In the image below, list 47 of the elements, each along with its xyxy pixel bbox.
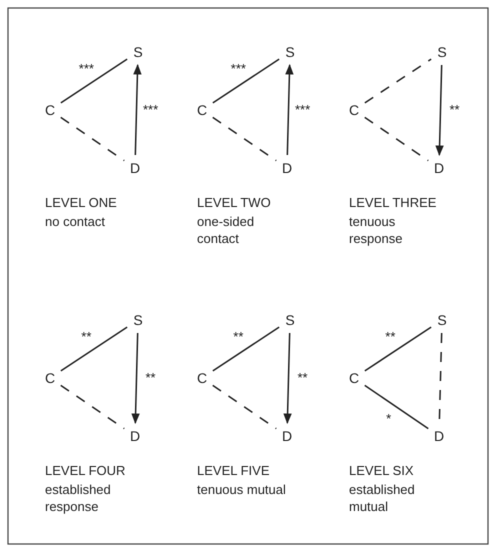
node-letter: S [130,311,146,329]
dashed-line [212,384,277,430]
level-description: no contact [45,213,106,230]
node-letter: D [431,159,447,177]
node-letter: S [282,311,298,329]
arrow [133,64,142,156]
arrow [285,64,294,156]
node-letter: C [42,369,58,387]
line [212,58,280,104]
level-description: established response [45,481,112,515]
node-letter: C [194,101,210,119]
dashed-line [364,116,429,162]
line [212,326,280,372]
node-letter: S [282,43,298,61]
dashed-line [60,384,125,430]
node-letter: D [279,159,295,177]
level-heading: LEVEL FOUR [45,462,126,479]
level-description: established mutual [349,481,416,515]
node-letter: S [130,43,146,61]
arrow [435,64,444,156]
level-heading: LEVEL THREE [349,194,438,211]
level-heading: LEVEL TWO [197,194,272,211]
node-letter: D [279,427,295,445]
node-letter: C [346,101,362,119]
level-description: tenuous mutual [197,481,287,498]
level-heading: LEVEL FIVE [197,462,270,479]
dashed-line [60,116,125,162]
node-letter: C [194,369,210,387]
arrow [283,332,292,424]
node-letter: S [434,311,450,329]
node-letter: D [127,159,143,177]
node-letter: D [431,427,447,445]
line [60,326,128,372]
node-letter: C [42,101,58,119]
level-description: one-sided contact [197,213,256,247]
node-letter: S [434,43,450,61]
dashed-line [212,116,277,162]
node-letter: C [346,369,362,387]
level-heading: LEVEL SIX [349,462,415,479]
line [364,326,432,372]
dashed-line [364,58,432,104]
line [364,384,429,430]
arrow [131,332,140,424]
node-letter: D [127,427,143,445]
level-description: tenuous response [349,213,404,247]
level-heading: LEVEL ONE [45,194,118,211]
line [60,58,128,104]
